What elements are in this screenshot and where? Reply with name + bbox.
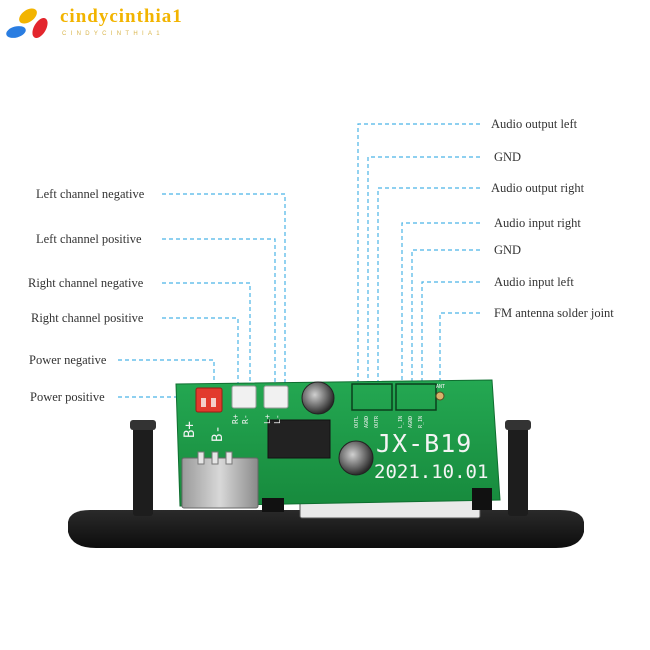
label-power-negative: Power negative [29, 353, 107, 367]
board-date: 2021.10.01 [374, 461, 488, 483]
left-speaker-connector [263, 385, 289, 409]
usb-tab-3 [225, 451, 233, 465]
jumper-connector [472, 488, 492, 510]
silk-r-plus: R+ [231, 414, 240, 424]
silk-agnd: AGND [364, 416, 370, 428]
bezel [68, 510, 584, 548]
black-module [262, 498, 284, 512]
silk-r-minus: R- [241, 414, 250, 424]
leader-power-negative [118, 359, 215, 392]
leader-lines-right [357, 123, 480, 392]
right-mount-cap [505, 420, 531, 430]
label-power-positive: Power positive [30, 390, 105, 404]
label-right-channel-negative: Right channel negative [28, 276, 144, 290]
right-speaker-connector [231, 385, 257, 409]
usb-tab-2 [211, 451, 219, 465]
power-connector-pin-1 [201, 398, 206, 407]
silk-outl: OUTL [354, 416, 360, 428]
label-audio-input-right: Audio input right [494, 216, 581, 230]
usb-tab-1 [197, 451, 205, 465]
label-left-channel-positive: Left channel positive [36, 232, 142, 246]
capacitor-middle [338, 440, 374, 476]
silk-rin: R_IN [418, 416, 424, 428]
label-gnd-output: GND [494, 150, 522, 164]
leader-audio-input-left [421, 281, 480, 392]
brand-logo-icon [6, 8, 48, 38]
logo-petal-blue [6, 26, 26, 38]
logo-petal-yellow [19, 8, 37, 24]
left-mount-cap [130, 420, 156, 430]
leader-audio-input-right [401, 222, 480, 392]
leader-left-channel-negative [162, 193, 286, 392]
brand-name: cindycinthia1 [60, 6, 183, 27]
capacitor-top [301, 381, 335, 415]
left-mount-post [133, 424, 153, 516]
label-left-channel-negative: Left channel negative [36, 187, 145, 201]
logo-petal-red [32, 18, 48, 38]
output-pad-group [351, 383, 393, 411]
label-audio-output-right: Audio output right [491, 181, 585, 195]
label-audio-output-left: Audio output left [491, 117, 578, 131]
silk-outr: OUTR [374, 415, 380, 428]
amp-chip [267, 419, 331, 459]
antenna-pad [435, 391, 445, 401]
leader-lines-left [118, 193, 286, 398]
usb-port [181, 457, 259, 509]
leader-fm-antenna [439, 312, 480, 392]
leader-audio-output-right [377, 187, 480, 392]
leader-audio-output-left [357, 123, 480, 392]
power-connector-pin-2 [211, 398, 216, 407]
power-connector [195, 387, 223, 413]
silk-lin: L_IN [398, 416, 404, 428]
leader-right-channel-positive [162, 317, 239, 392]
right-mount-post [508, 424, 528, 516]
silk-ant: ANT [436, 384, 445, 390]
silk-agnd-2: AGND [408, 416, 414, 428]
label-audio-input-left: Audio input left [494, 275, 574, 289]
silk-l-minus: L- [273, 414, 282, 424]
board-model: JX-B19 [376, 429, 472, 458]
label-gnd-input: GND [494, 243, 522, 257]
leader-left-channel-positive [162, 238, 276, 392]
silk-b-minus: B- [210, 425, 226, 442]
leader-gnd-input [411, 249, 480, 392]
silk-l-plus: L+ [263, 414, 272, 424]
label-right-channel-positive: Right channel positive [31, 311, 144, 325]
silk-b-plus: B+ [182, 421, 198, 438]
leader-right-channel-negative [162, 282, 251, 392]
leader-gnd-output [367, 156, 480, 392]
brand-subtitle: CINDYCINTHIA1 [62, 31, 164, 37]
label-fm-antenna: FM antenna solder joint [494, 306, 614, 320]
